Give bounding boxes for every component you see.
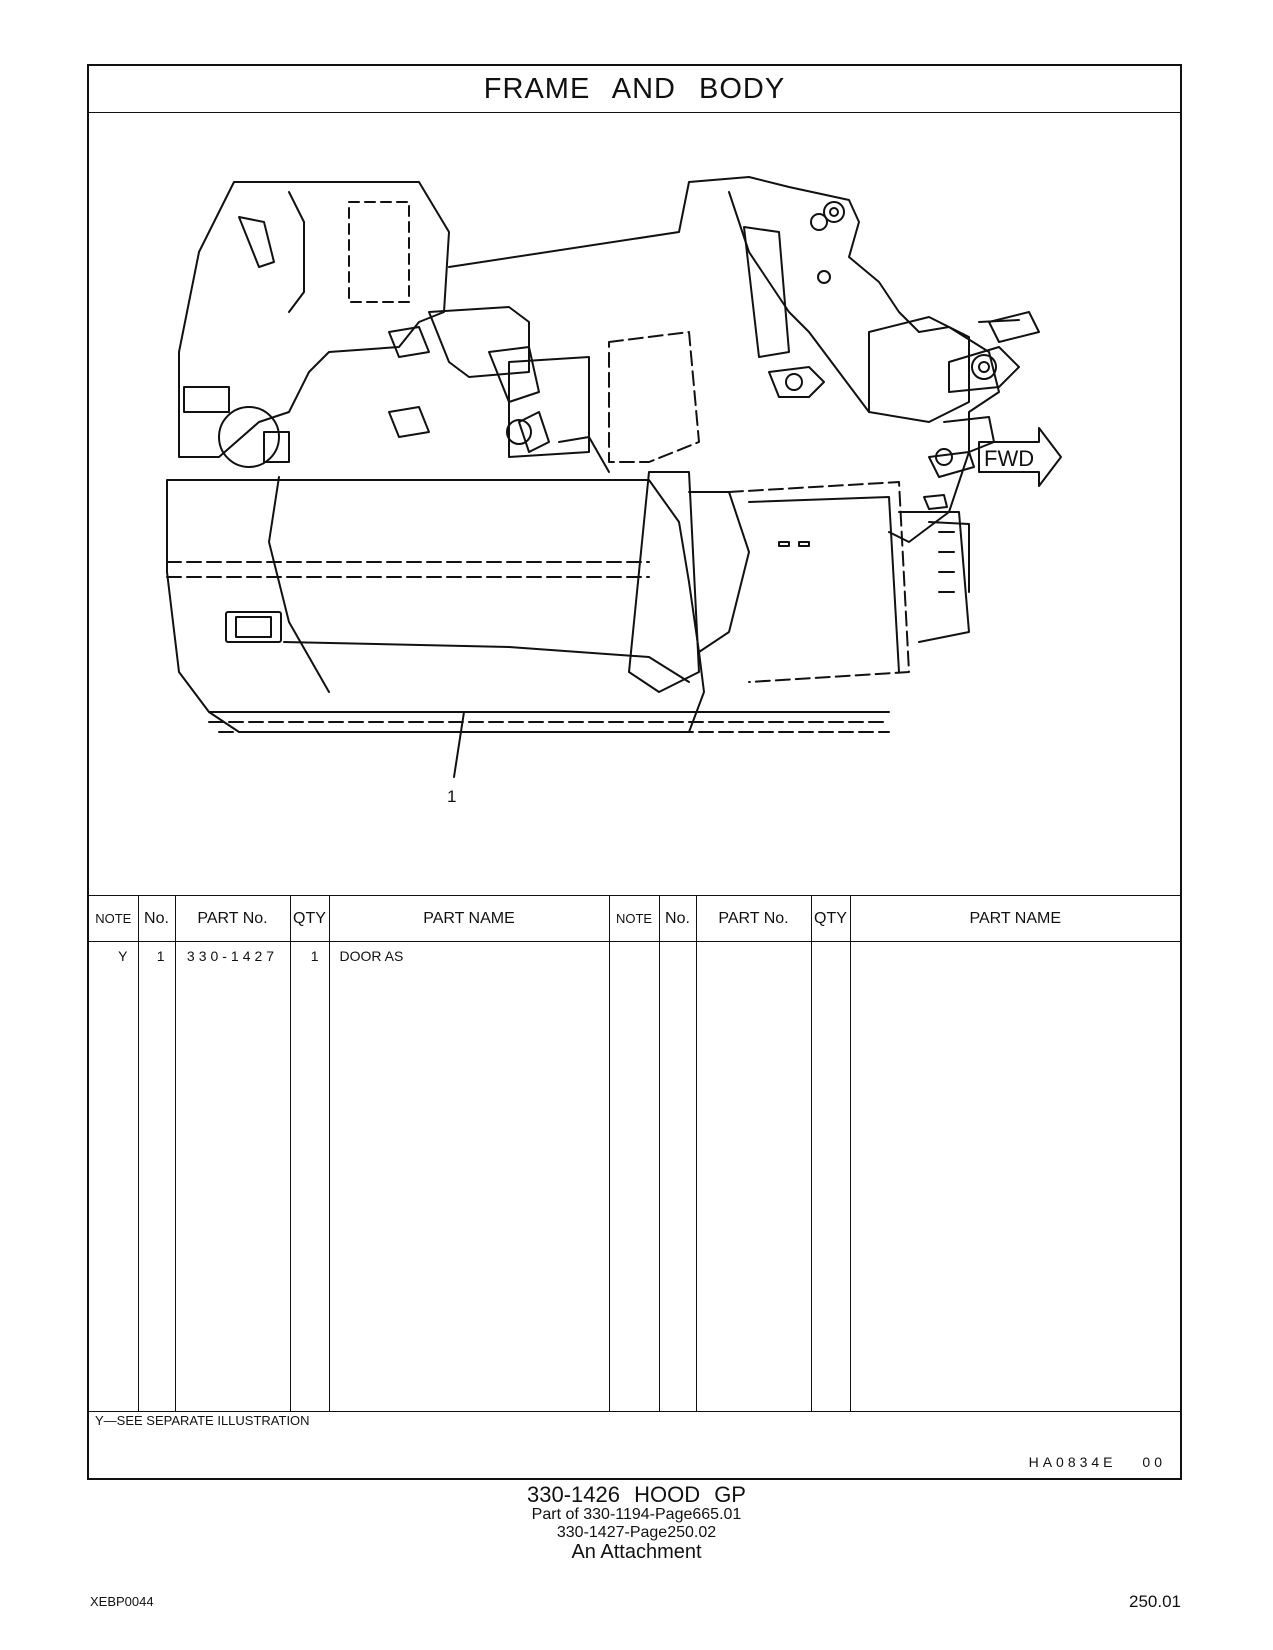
- table-header-row: NOTE No. PART No. QTY PART NAME NOTE No.…: [89, 895, 1180, 942]
- hood-body-drawing: [166, 181, 890, 733]
- col-part-name: PART NAME: [328, 895, 609, 942]
- parts-page-frame: FRAME AND BODY: [87, 64, 1182, 1480]
- empty-cell: [695, 941, 811, 1412]
- row-part-name: DOOR AS: [328, 941, 609, 1412]
- col-no-2: No.: [658, 895, 696, 942]
- row-note: Y: [89, 941, 138, 1412]
- col-part-name-2: PART NAME: [849, 895, 1180, 942]
- group-caption: 330-1426 HOOD GP Part of 330-1194-Page66…: [0, 1482, 1273, 1563]
- empty-cell: [810, 941, 850, 1412]
- col-part-no-2: PART No.: [695, 895, 811, 942]
- title-bar: FRAME AND BODY: [89, 66, 1180, 113]
- row-quantity: 1: [289, 941, 329, 1412]
- document-id: XEBP0044: [90, 1594, 154, 1609]
- upper-frame-drawing: [448, 176, 1040, 543]
- col-qty: QTY: [289, 895, 329, 942]
- parts-illustration: FWD: [89, 112, 1180, 896]
- door-assembly-drawing: [388, 306, 970, 693]
- col-note-2: NOTE: [608, 895, 659, 942]
- page-title: FRAME AND BODY: [483, 72, 786, 105]
- fwd-label: FWD: [984, 446, 1034, 471]
- callout-number: 1: [447, 787, 456, 806]
- table-row: Y 1 330-1427 1 DOOR AS: [89, 941, 1180, 1412]
- group-attachment-note: An Attachment: [571, 1541, 702, 1563]
- empty-cell: [849, 941, 1180, 1412]
- empty-cell: [608, 941, 659, 1412]
- footnote: Y—SEE SEPARATE ILLUSTRATION: [95, 1413, 310, 1428]
- fwd-arrow-icon: [978, 427, 1062, 487]
- illustration-ref-code: HA0834E 00: [1028, 1454, 1166, 1470]
- col-no: No.: [137, 895, 175, 942]
- parts-table: NOTE No. PART No. QTY PART NAME NOTE No.…: [89, 895, 1180, 1412]
- col-part-no: PART No.: [174, 895, 290, 942]
- group-page-ref: 330-1427-Page250.02: [556, 1524, 717, 1541]
- empty-cell: [658, 941, 696, 1412]
- row-number: 1: [137, 941, 175, 1412]
- group-title: 330-1426 HOOD GP: [527, 1482, 746, 1507]
- col-note: NOTE: [89, 895, 138, 942]
- col-qty-2: QTY: [810, 895, 850, 942]
- group-parent-ref: Part of 330-1194-Page665.01: [531, 1506, 742, 1523]
- row-part-number: 330-1427: [174, 941, 290, 1412]
- page-number: 250.01: [1129, 1592, 1181, 1611]
